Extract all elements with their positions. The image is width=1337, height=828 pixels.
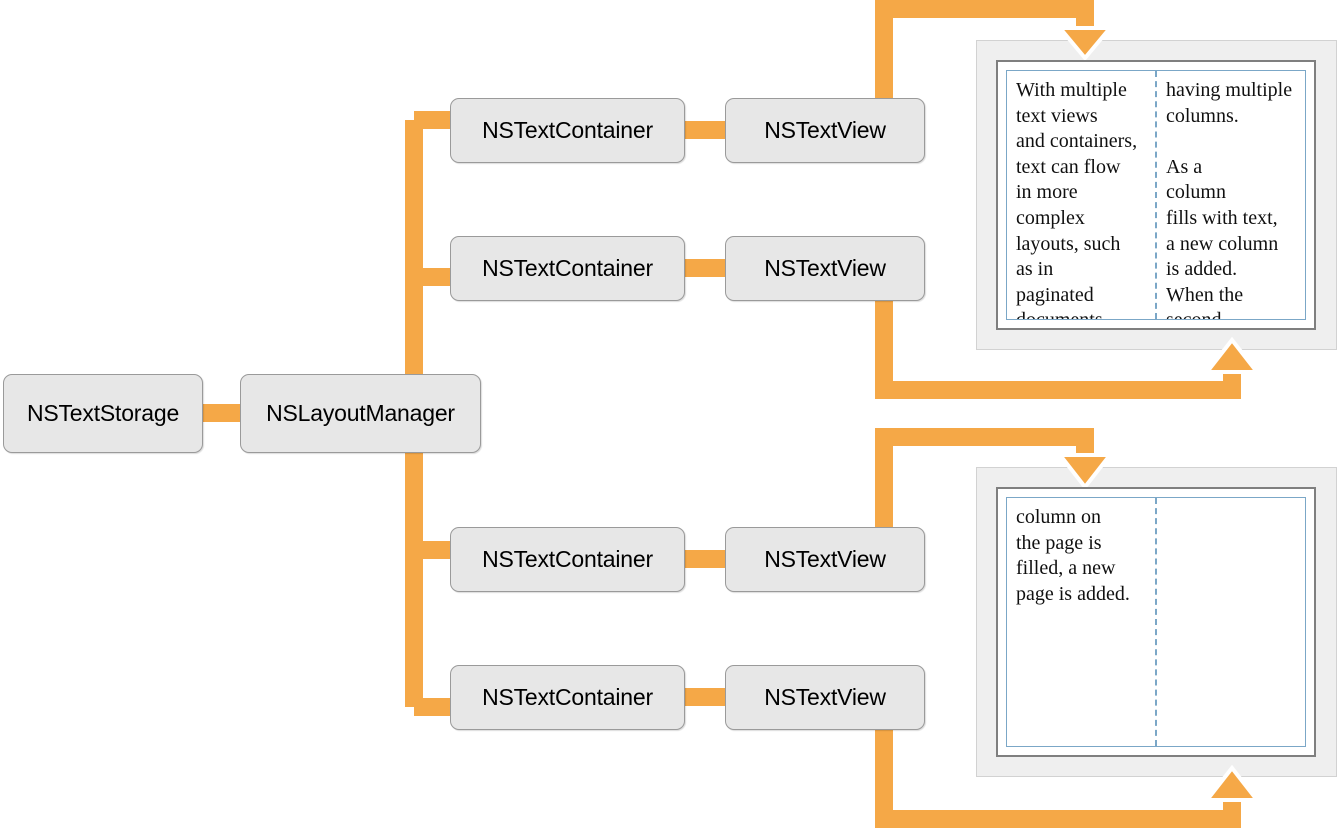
page-one-column-2: having multiple columns. As a column fil… bbox=[1155, 71, 1305, 319]
node-nslayoutmanager-label: NSLayoutManager bbox=[266, 400, 455, 426]
node-nstextcontainer-4[interactable]: NSTextContainer bbox=[450, 665, 685, 730]
node-nstextstorage[interactable]: NSTextStorage bbox=[3, 374, 203, 453]
node-nslayoutmanager[interactable]: NSLayoutManager bbox=[240, 374, 481, 453]
arrowhead-into-page-one-top bbox=[1055, 26, 1115, 62]
node-nstextview-4[interactable]: NSTextView bbox=[725, 665, 925, 730]
node-nstextview-3[interactable]: NSTextView bbox=[725, 527, 925, 592]
node-nstextcontainer-3-label: NSTextContainer bbox=[482, 546, 653, 572]
page-one-columns: With multiple text views and containers,… bbox=[1006, 70, 1306, 320]
node-nstextstorage-label: NSTextStorage bbox=[26, 400, 180, 426]
node-nstextcontainer-1-label: NSTextContainer bbox=[482, 117, 653, 143]
node-nstextview-4-label: NSTextView bbox=[764, 684, 886, 710]
node-nstextview-3-label: NSTextView bbox=[764, 546, 886, 572]
node-nstextview-1-label: NSTextView bbox=[764, 117, 886, 143]
arrowhead-into-page-one-bottom bbox=[1202, 336, 1262, 374]
node-nstextcontainer-3[interactable]: NSTextContainer bbox=[450, 527, 685, 592]
page-two-columns: column on the page is filled, a new page… bbox=[1006, 497, 1306, 747]
node-nstextcontainer-1[interactable]: NSTextContainer bbox=[450, 98, 685, 163]
node-nstextcontainer-4-label: NSTextContainer bbox=[482, 684, 653, 710]
page-two-column-1: column on the page is filled, a new page… bbox=[1016, 506, 1130, 605]
node-nstextcontainer-2[interactable]: NSTextContainer bbox=[450, 236, 685, 301]
node-nstextcontainer-2-label: NSTextContainer bbox=[482, 255, 653, 281]
page-one-column-1: With multiple text views and containers,… bbox=[1016, 79, 1138, 319]
node-nstextview-2-label: NSTextView bbox=[764, 255, 886, 281]
arrowhead-into-page-two-top bbox=[1055, 453, 1115, 491]
node-nstextview-1[interactable]: NSTextView bbox=[725, 98, 925, 163]
page-two-column-2 bbox=[1155, 498, 1305, 746]
page-one: With multiple text views and containers,… bbox=[996, 60, 1316, 330]
arrowhead-into-page-two-bottom bbox=[1202, 764, 1262, 802]
node-nstextview-2[interactable]: NSTextView bbox=[725, 236, 925, 301]
page-two: column on the page is filled, a new page… bbox=[996, 487, 1316, 757]
